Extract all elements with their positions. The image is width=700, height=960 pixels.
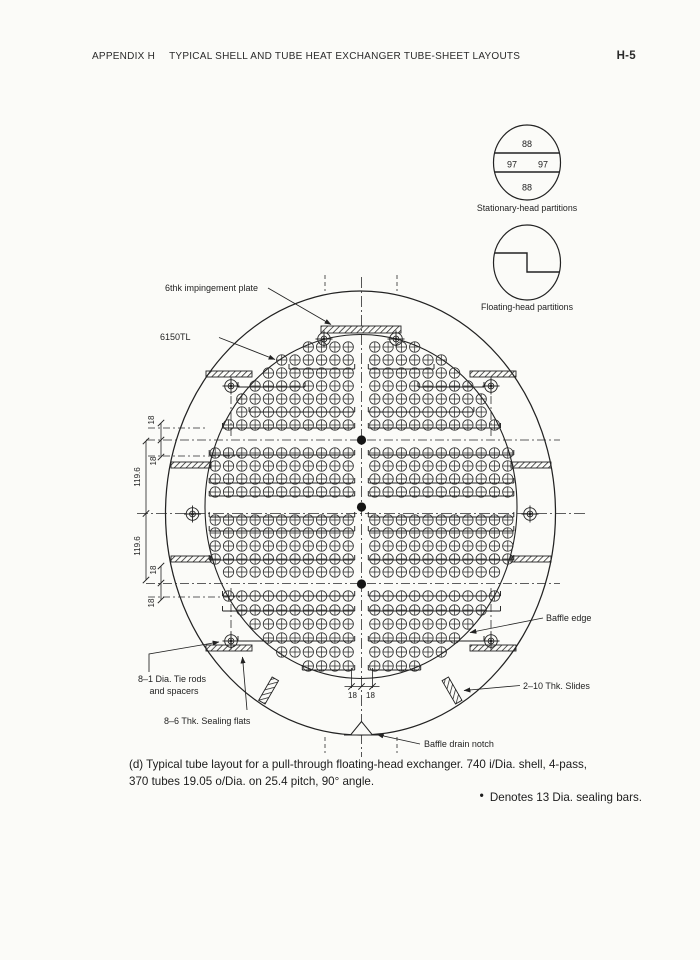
tube-limit-leader bbox=[218, 337, 276, 360]
tie-rod-symbol bbox=[184, 505, 201, 523]
tube-count-mid-left: 97 bbox=[507, 160, 517, 170]
tie-rod-symbol bbox=[387, 330, 405, 348]
drain-notch-triangle bbox=[349, 720, 374, 736]
drain-notch bbox=[344, 720, 384, 736]
dim-bottom-18-left: 18 bbox=[348, 691, 357, 700]
sealing-flat bbox=[170, 555, 212, 563]
dim-bottom-18-right: 18 bbox=[366, 691, 375, 700]
tie-rods-leader bbox=[148, 640, 220, 672]
sealing-bar-dots bbox=[356, 435, 367, 589]
tie-rods-label-line1: 8–1 Dia. Tie rods bbox=[138, 674, 207, 684]
tie-rods-group bbox=[184, 330, 539, 650]
sealing-flat bbox=[170, 461, 212, 469]
stepped-partition-line bbox=[494, 252, 560, 273]
dim-18-2: 18 bbox=[149, 456, 158, 465]
slides-group bbox=[258, 676, 463, 705]
slides-leader bbox=[463, 685, 521, 693]
tube-limit-circle bbox=[204, 333, 518, 680]
impingement-plate-label: 6thk impingement plate bbox=[165, 283, 258, 293]
left-dimension-labels: 18 18 119.6 119.6 18 18 bbox=[133, 415, 158, 607]
slides-label: 2–10 Thk. Slides bbox=[523, 681, 590, 691]
floating-head-caption: Floating-head partitions bbox=[481, 302, 574, 312]
baffle-edge-label: Baffle edge bbox=[546, 613, 591, 623]
dim-18-3: 18 bbox=[149, 565, 158, 574]
floating-head-circle bbox=[492, 224, 562, 301]
centerlines bbox=[137, 275, 586, 757]
sealing-flats-label: 8–6 Thk. Sealing flats bbox=[164, 716, 251, 726]
appendix-label: APPENDIX H bbox=[92, 51, 156, 62]
floating-head-partition-key: Floating-head partitions bbox=[481, 224, 574, 312]
drain-notch-leader bbox=[376, 733, 421, 745]
tube-count-mid-right: 97 bbox=[538, 160, 548, 170]
sealing-flat bbox=[510, 461, 552, 469]
sealing-flat bbox=[205, 370, 253, 378]
tube-count-top: 88 bbox=[522, 139, 532, 149]
slide-left bbox=[258, 676, 280, 705]
legend-text: Denotes 13 Dia. sealing bars. bbox=[489, 791, 642, 804]
sealing-bar-dot-upper bbox=[356, 435, 367, 445]
tie-rod-symbol bbox=[482, 377, 500, 395]
tube-limit-label: 6150TL bbox=[160, 332, 191, 342]
sealing-flat bbox=[469, 644, 517, 652]
pass-partition-lines bbox=[208, 364, 515, 671]
leader-lines bbox=[148, 287, 544, 745]
tie-rod-symbol bbox=[521, 505, 539, 523]
sealing-flats-group bbox=[170, 325, 552, 652]
slide-right bbox=[441, 676, 463, 705]
dim-119-1: 119.6 bbox=[133, 467, 142, 487]
sealing-flats-leader bbox=[240, 656, 248, 711]
impingement-plate bbox=[320, 325, 402, 334]
page-header: APPENDIX H TYPICAL SHELL AND TUBE HEAT E… bbox=[92, 50, 636, 62]
sealing-flat bbox=[469, 370, 517, 378]
tube-count-bottom: 88 bbox=[522, 183, 532, 193]
sealing-bar-legend: • Denotes 13 Dia. sealing bars. bbox=[400, 789, 642, 804]
baffle-edge-leader bbox=[469, 617, 544, 634]
tie-rod-symbol bbox=[222, 377, 240, 395]
figure-caption: (d) Typical tube layout for a pull-throu… bbox=[129, 757, 645, 790]
legend-bullet-icon: • bbox=[479, 789, 484, 802]
tie-rod-symbol bbox=[222, 632, 240, 650]
tie-rods-label-line2: and spacers bbox=[149, 686, 199, 696]
sealing-flat bbox=[510, 555, 552, 563]
diagram-labels: 6thk impingement plate 6150TL 8–1 Dia. T… bbox=[138, 283, 591, 749]
stationary-head-partition-key: 88 97 97 88 Stationary-head partitions bbox=[477, 124, 578, 213]
caption-line1: (d) Typical tube layout for a pull-throu… bbox=[129, 758, 588, 771]
dim-18-1: 18 bbox=[147, 415, 156, 424]
impingement-plate-leader bbox=[267, 287, 332, 325]
tie-rod-symbol bbox=[315, 330, 333, 348]
tie-rod-symbol bbox=[482, 632, 500, 650]
sealing-flat bbox=[205, 644, 253, 652]
stationary-head-circle bbox=[492, 124, 562, 201]
dim-18-4: 18 bbox=[147, 598, 156, 607]
dim-119-2: 119.6 bbox=[133, 536, 142, 556]
stationary-head-caption: Stationary-head partitions bbox=[477, 203, 578, 213]
caption-line2: 370 tubes 19.05 o/Dia. on 25.4 pitch, 90… bbox=[129, 774, 375, 788]
sealing-bar-dot-center bbox=[356, 502, 367, 512]
drain-notch-label: Baffle drain notch bbox=[424, 739, 494, 749]
left-dimensions bbox=[145, 423, 162, 600]
bottom-dimension bbox=[344, 668, 380, 688]
page-title: TYPICAL SHELL AND TUBE HEAT EXCHANGER TU… bbox=[169, 51, 521, 62]
sealing-bar-dot-lower bbox=[356, 579, 367, 589]
page-number: H-5 bbox=[616, 50, 636, 62]
shell-circle bbox=[164, 290, 557, 736]
